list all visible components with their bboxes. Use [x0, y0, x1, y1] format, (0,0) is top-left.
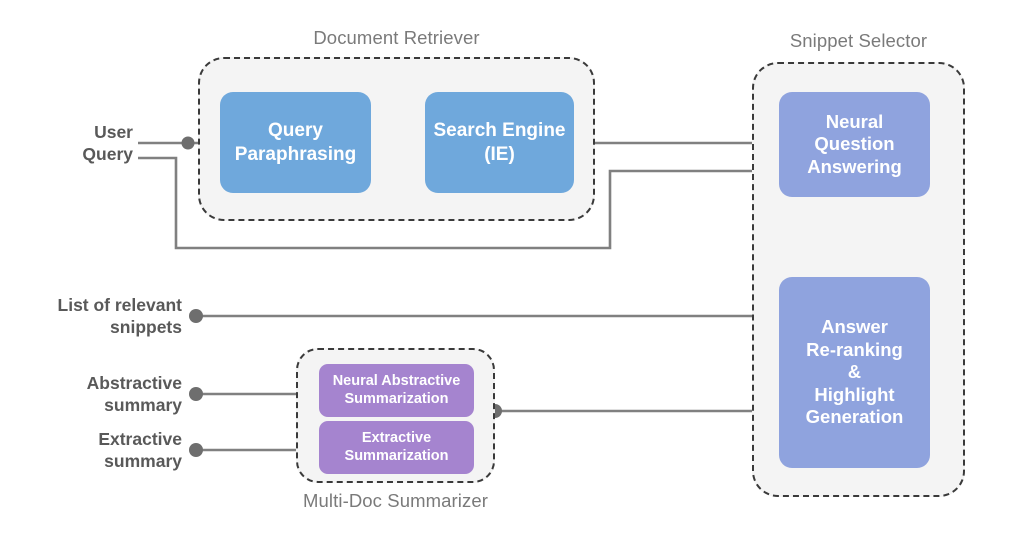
node-query-paraphrasing[interactable]: Query Paraphrasing — [220, 92, 371, 193]
dot-abstractive-summary — [189, 387, 203, 401]
node-answer-reranking-highlight-generation[interactable]: Answer Re-ranking & Highlight Generation — [779, 277, 930, 468]
dot-extractive-summary — [189, 443, 203, 457]
group-title-snippet-selector: Snippet Selector — [789, 30, 928, 51]
label-abstractive-summary: Abstractive summary — [86, 373, 182, 416]
dot-list-of-snippets — [189, 309, 203, 323]
label-extractive-summary: Extractive summary — [98, 429, 182, 472]
node-extractive-summarization[interactable]: Extractive Summarization — [319, 421, 474, 474]
label-user-query: User Query — [82, 122, 133, 165]
node-neural-abstractive-summarization[interactable]: Neural Abstractive Summarization — [319, 364, 474, 417]
label-list-of-relevant-snippets: List of relevant snippets — [57, 295, 182, 338]
dot-user-query — [181, 136, 195, 150]
node-search-engine[interactable]: Search Engine (IE) — [425, 92, 574, 193]
node-neural-question-answering[interactable]: Neural Question Answering — [779, 92, 930, 197]
group-title-document-retriever: Document Retriever — [313, 27, 480, 48]
group-title-multi-doc-summarizer: Multi-Doc Summarizer — [303, 490, 488, 511]
